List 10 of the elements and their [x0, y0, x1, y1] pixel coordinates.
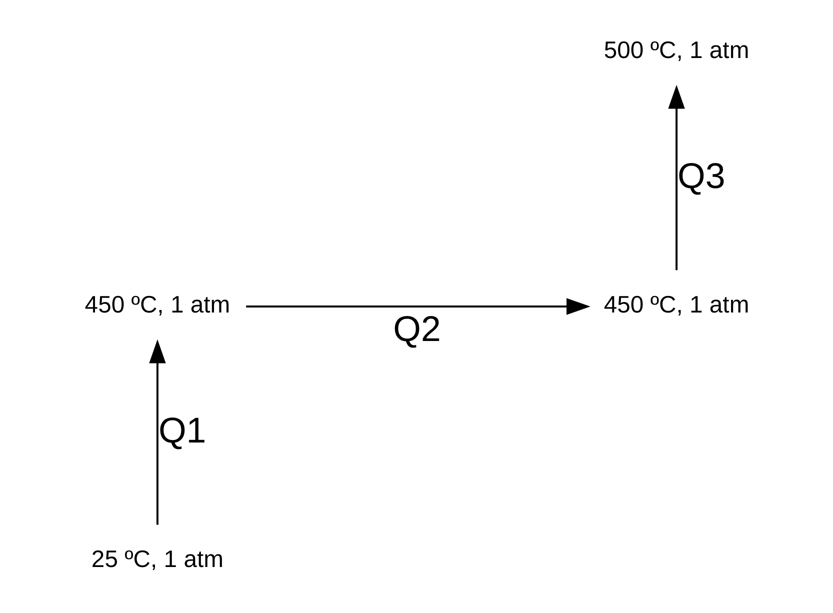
node-text: 450 ºC, 1 atm [84, 292, 230, 319]
arrow [148, 339, 166, 525]
node-text: 25 ºC, 1 atm [90, 546, 223, 574]
node-text: 450 ºC, 1 atm [603, 292, 749, 319]
arrow [246, 298, 590, 315]
edge-label: Q1 [158, 410, 206, 451]
arrow [668, 84, 684, 270]
node-text: 500 ºC, 1 atm [603, 37, 749, 64]
edge-label: Q3 [677, 156, 725, 196]
edge-label: Q2 [392, 309, 440, 350]
